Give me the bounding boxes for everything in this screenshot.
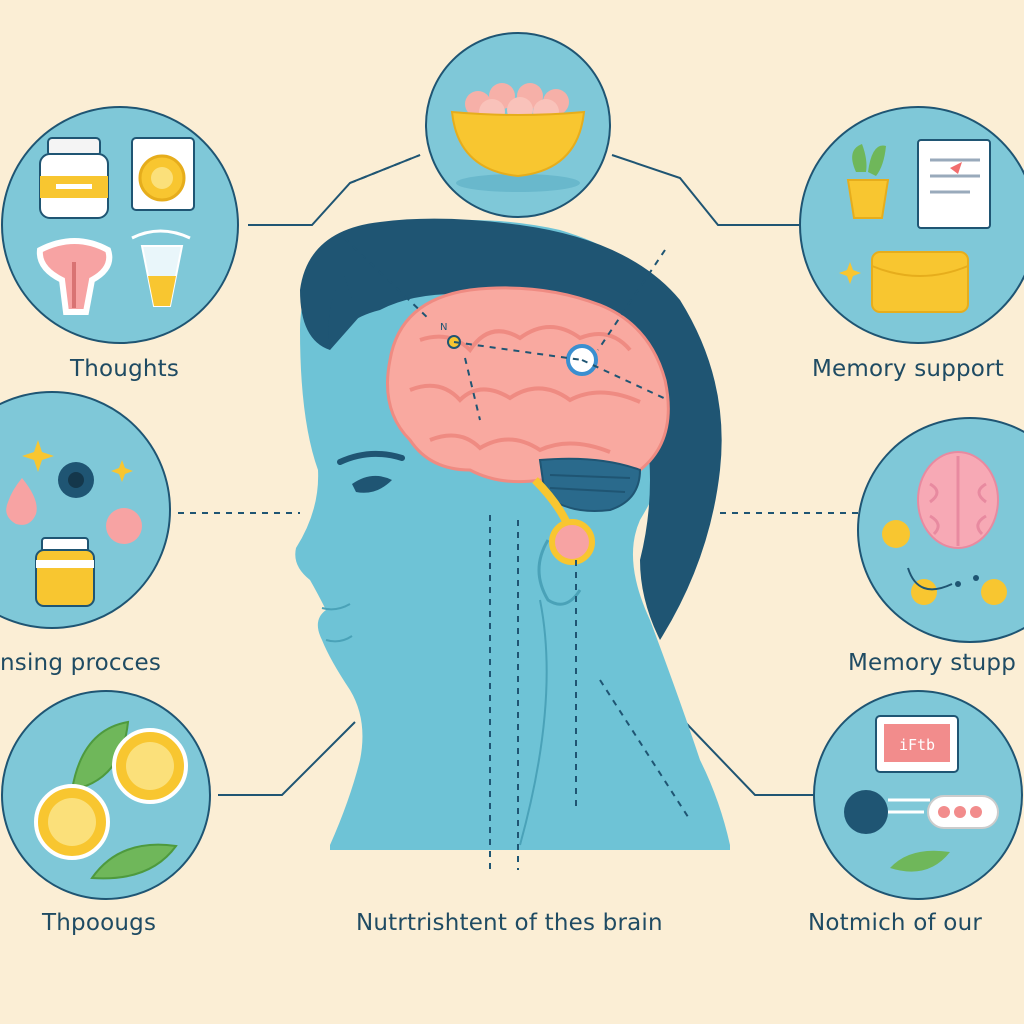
neuron-icon: [882, 520, 1007, 605]
label-top-right: Memory support: [812, 356, 1004, 382]
label-mid-right: Memory stupp: [848, 650, 1017, 676]
folder-icon: [871, 251, 969, 313]
sparkle-icon: [839, 262, 861, 284]
memory-stupp-circle: [857, 417, 1024, 643]
plant-pot-icon: [846, 144, 890, 219]
memory-support-circle: [799, 106, 1024, 344]
eye: [352, 475, 392, 493]
drink-glass-icon: [131, 229, 191, 307]
supplement-bottle-icon: [39, 137, 109, 219]
bottom-right-circle: iFtb: [813, 690, 1023, 900]
nut-bowl-circle: [425, 32, 611, 218]
label-bottom-left: Thpoougs: [42, 910, 157, 936]
brain-illustration: N: [386, 286, 670, 565]
pointer-lines: [343, 237, 691, 870]
gland-node: [549, 519, 595, 565]
nut-bowl-icon: [450, 83, 586, 178]
pill-bottle-icon: [35, 537, 95, 607]
sensing-process-circle: [0, 391, 171, 629]
capsule-icon: [58, 462, 94, 498]
citrus-slice-icon: [131, 137, 195, 211]
head-badge: N: [440, 322, 447, 333]
monitor-icon: iFtb: [875, 715, 959, 773]
droplet-icon: [6, 478, 37, 525]
lemon-slice-icon: [34, 728, 188, 860]
bottom-left-circle: [1, 690, 211, 900]
pink-pill-icon: [106, 508, 142, 544]
brain-icon: [917, 451, 999, 549]
label-top-left: Thoughts: [70, 356, 180, 382]
screen-text: iFtb: [899, 736, 935, 754]
eyebrow: [337, 450, 405, 465]
label-mid-left: nsing procces: [0, 650, 162, 676]
leaf-icon: [70, 720, 178, 880]
capsule-pack-icon: [888, 795, 999, 829]
notepad-icon: [917, 139, 991, 229]
thoughts-circle: [1, 106, 239, 344]
ear: [537, 539, 582, 606]
connector-lines: [178, 154, 858, 796]
cerebellum: [538, 457, 642, 512]
label-bottom-right: Notmich of our: [808, 910, 983, 936]
dark-pill-icon: [844, 790, 888, 834]
label-bottom-center: Nutrtrishtent of thes brain: [356, 910, 663, 936]
stomach-icon: [36, 238, 113, 315]
leaf-icon: [890, 850, 950, 872]
sparkle-icon: [22, 440, 133, 482]
